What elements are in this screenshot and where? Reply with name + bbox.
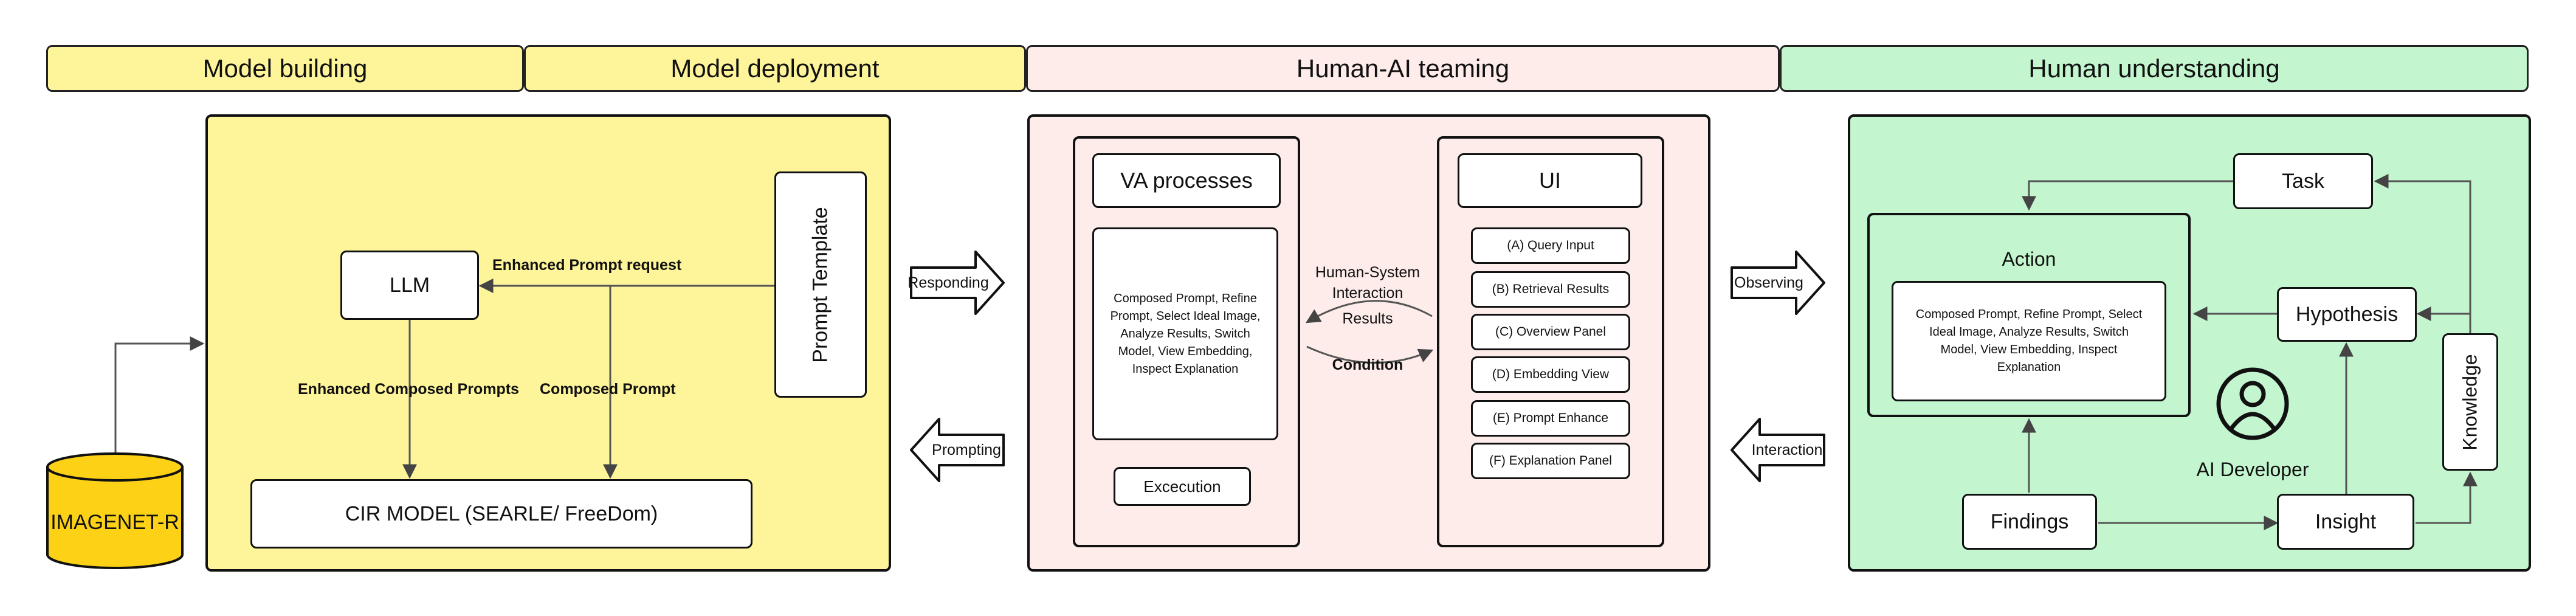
va-processes-list: Composed Prompt, Refine Prompt, Select I…	[1092, 227, 1278, 440]
header-human-understanding: Human understanding	[1780, 45, 2529, 92]
knowledge-label: Knowledge	[2459, 353, 2481, 451]
responding-label: Responding	[907, 274, 989, 291]
va-processes-title: VA processes	[1092, 153, 1281, 208]
enhanced-composed-prompts-label: Enhanced Composed Prompts	[298, 381, 519, 398]
right-arrow-icon	[1731, 251, 1825, 315]
action-list: Composed Prompt, Refine Prompt, Select I…	[1892, 281, 2166, 401]
left-arrow-icon	[1731, 418, 1825, 482]
prompt-template-box: Prompt Template	[774, 171, 867, 398]
hypothesis-box: Hypothesis	[2277, 287, 2417, 342]
ui-title: UI	[1458, 153, 1642, 208]
header-model-building: Model building	[46, 45, 524, 92]
prompting-label: Prompting	[932, 441, 1001, 459]
interaction-arrow	[1729, 417, 1827, 483]
enhanced-prompt-request-label: Enhanced Prompt request	[492, 257, 682, 274]
left-arrow-icon	[910, 418, 1005, 482]
observing-label: Observing	[1734, 274, 1803, 291]
knowledge-box: Knowledge	[2442, 333, 2498, 471]
dataset-cylinder	[45, 451, 185, 570]
ui-item-prompt-enhance: (E) Prompt Enhance	[1471, 400, 1630, 437]
dataset-label: IMAGENET-R	[50, 511, 179, 534]
user-icon	[2216, 367, 2289, 440]
ai-developer-avatar	[2216, 367, 2289, 456]
ui-item-overview-panel: (C) Overview Panel	[1471, 314, 1630, 350]
prompting-arrow	[909, 417, 1006, 483]
header-model-deployment: Model deployment	[524, 45, 1026, 92]
interaction-label: Interaction	[1751, 441, 1823, 459]
ui-item-explanation-panel: (F) Explanation Panel	[1471, 443, 1630, 479]
condition-label: Condition	[1332, 356, 1403, 373]
header-human-ai-teaming: Human-AI teaming	[1026, 45, 1780, 92]
ai-developer-label: AI Developer	[2196, 459, 2309, 480]
llm-box: LLM	[340, 251, 479, 320]
observing-arrow	[1729, 249, 1827, 316]
ui-item-query-input: (A) Query Input	[1471, 227, 1630, 264]
action-title: Action	[2002, 248, 2056, 270]
task-box: Task	[2233, 153, 2373, 209]
ui-item-embedding-view: (D) Embedding View	[1471, 356, 1630, 393]
findings-box: Findings	[1962, 494, 2097, 550]
results-label: Results	[1342, 310, 1393, 327]
right-arrow-icon	[910, 251, 1005, 315]
ui-item-retrieval-results: (B) Retrieval Results	[1471, 271, 1630, 308]
prompt-template-label: Prompt Template	[808, 206, 832, 363]
database-icon	[46, 452, 184, 569]
composed-prompt-label: Composed Prompt	[540, 381, 676, 398]
insight-box: Insight	[2277, 494, 2414, 550]
execution-box: Excecution	[1114, 467, 1251, 506]
responding-arrow	[909, 249, 1006, 316]
hsi-label: Human-System Interaction	[1315, 264, 1421, 302]
cir-model-box: CIR MODEL (SEARLE/ FreeDom)	[250, 479, 752, 549]
